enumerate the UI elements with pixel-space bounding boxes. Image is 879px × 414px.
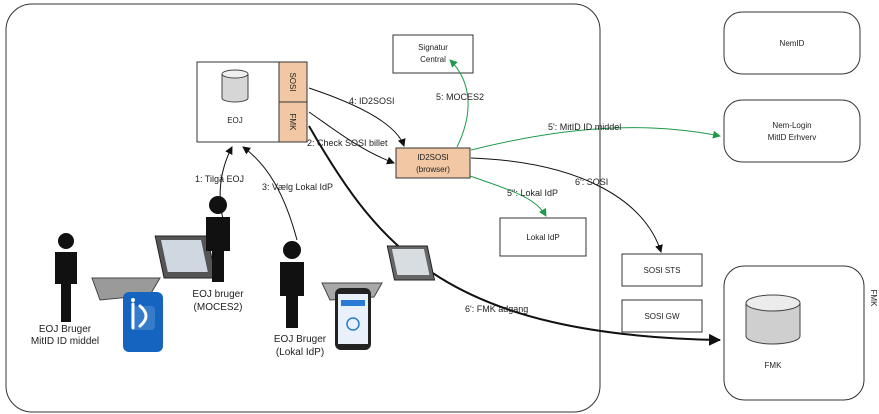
arrow-label-3: 3: Vælg Lokal IdP bbox=[262, 182, 333, 192]
arrow-label-1: 1: Tilgå EOJ bbox=[195, 174, 244, 184]
arrow-label-4: 4: ID2SOSI bbox=[349, 96, 395, 106]
arrow-2-check-sosi-billet bbox=[308, 111, 395, 165]
fmk-label: FMK bbox=[765, 361, 783, 370]
arrow-5p-mitid bbox=[470, 127, 721, 151]
arrow-5-moces2 bbox=[449, 59, 469, 148]
fmk-tab bbox=[278, 101, 308, 143]
user2-label-1: EOJ bruger bbox=[192, 289, 244, 300]
arrow-3-vaelg-lokal-idp bbox=[242, 146, 298, 241]
sosi-sts-label: SOSI STS bbox=[644, 266, 681, 275]
user2-label-2: (MOCES2) bbox=[194, 302, 243, 313]
fmk-tab-label: FMK bbox=[288, 114, 297, 132]
arrow-6p-sosi bbox=[470, 157, 663, 253]
nemlogin-label-1: Nem-Login bbox=[772, 121, 811, 130]
eoj-boundary bbox=[5, 3, 601, 413]
lokal-idp-label: Lokal IdP bbox=[526, 233, 559, 242]
nemlogin-box: Nem-Login MitID Erhverv bbox=[723, 99, 861, 163]
id2sosi-label-1: ID2SOSI bbox=[417, 153, 449, 162]
nemid-label: NemID bbox=[780, 39, 805, 48]
person-icon bbox=[206, 196, 230, 282]
lokal-idp-box: Lokal IdP bbox=[499, 217, 587, 257]
fmk-box: FMK bbox=[723, 265, 865, 401]
fmk-region-label: FMK bbox=[869, 290, 878, 308]
nemid-box: NemID bbox=[723, 11, 861, 75]
arrow-4-id2sosi bbox=[308, 87, 406, 147]
person-icon bbox=[280, 241, 304, 328]
user1-label-1: EOJ Bruger bbox=[39, 324, 92, 335]
database-icon bbox=[745, 294, 801, 345]
database-icon bbox=[221, 69, 249, 103]
sosi-gw-label: SOSI GW bbox=[644, 312, 680, 321]
eoj-label: EOJ bbox=[227, 116, 243, 125]
phone-icon bbox=[335, 288, 371, 350]
user1-label-2: MitID ID middel bbox=[31, 336, 99, 347]
id2sosi-label-2: (browser) bbox=[416, 165, 450, 174]
user3-label-2: (Lokal IdP) bbox=[276, 347, 324, 358]
signatur-central-box: Signatur Central bbox=[392, 34, 474, 74]
sosi-sts-box: SOSI STS bbox=[621, 253, 703, 287]
phone-icon bbox=[123, 292, 163, 352]
arrow-label-2: 2: Check SOSI billet bbox=[307, 138, 388, 148]
sosi-gw-box: SOSI GW bbox=[621, 299, 703, 333]
arrow-6p-fmk-adgang bbox=[308, 125, 721, 346]
arrow-label-5pp: 5'': Lokal IdP bbox=[507, 188, 558, 198]
arrow-label-6p-fmk: 6': FMK adgang bbox=[465, 304, 528, 314]
arrow-label-5: 5: MOCES2 bbox=[436, 92, 484, 102]
nemlogin-label-2: MitID Erhverv bbox=[768, 133, 816, 142]
eoj-box: EOJ SOSI FMK bbox=[196, 61, 308, 143]
signatur-central-label-1: Signatur bbox=[418, 43, 448, 52]
user3-label-1: EOJ Bruger bbox=[274, 334, 327, 345]
arrow-5pp-lokal-idp bbox=[469, 175, 547, 217]
arrow-label-5p: 5': MitID ID middel bbox=[548, 122, 621, 132]
id2sosi-box: ID2SOSI (browser) bbox=[395, 147, 471, 179]
sosi-tab-label: SOSI bbox=[288, 72, 297, 91]
arrow-label-6p-sosi: 6': SOSI bbox=[575, 177, 608, 187]
signatur-central-label-2: Central bbox=[420, 55, 446, 64]
person-icon bbox=[55, 233, 77, 322]
